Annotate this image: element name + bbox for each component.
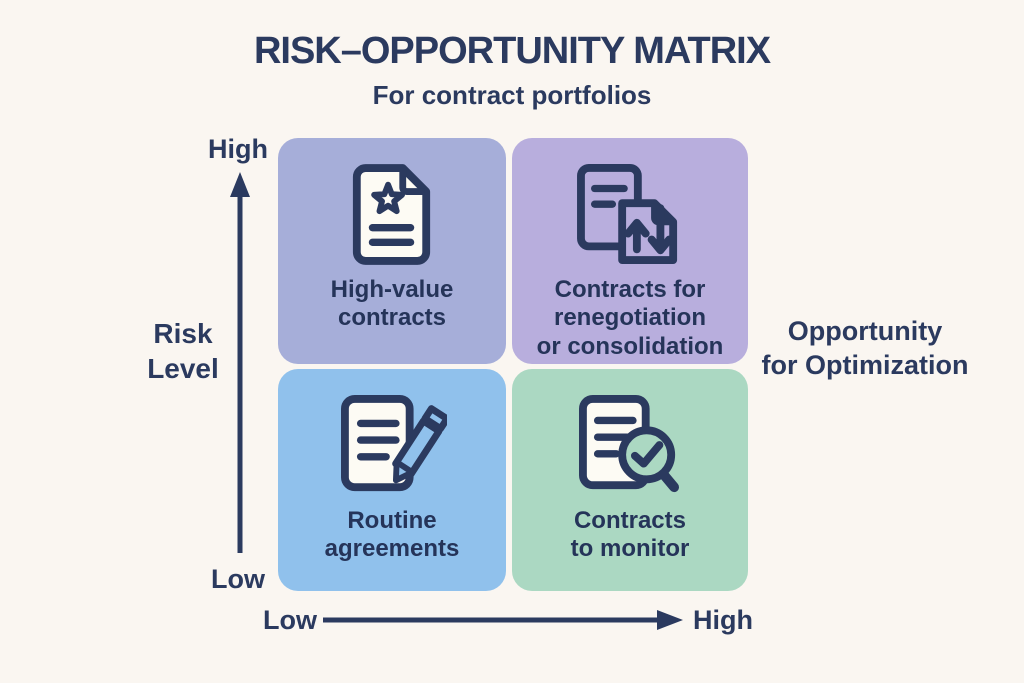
quadrant-contracts-renegotiation: Contracts for renegotiation or consolida… — [512, 138, 748, 364]
quadrant-contracts-to-monitor: Contracts to monitor — [512, 369, 748, 591]
documents-transfer-icon — [575, 162, 685, 266]
x-axis-high-label: High — [693, 605, 753, 635]
document-star-icon — [349, 162, 435, 266]
quadrant-label: Contracts for renegotiation or consolida… — [536, 276, 724, 360]
quadrant-label: Routine agreements — [324, 507, 460, 563]
quadrant-label: Contracts to monitor — [570, 507, 690, 563]
x-axis-low-label: Low — [263, 605, 317, 635]
y-axis-arrow — [230, 172, 250, 553]
x-axis-arrow — [323, 610, 683, 630]
y-axis-low-label: Low — [211, 564, 265, 594]
document-pencil-icon — [337, 393, 447, 497]
y-axis-title: Risk Level — [147, 318, 219, 384]
page-subtitle: For contract portfolios — [372, 80, 652, 110]
quadrant-label: High-value contracts — [330, 276, 454, 332]
quadrant-routine-agreements: Routine agreements — [278, 369, 506, 591]
quadrant-high-value-contracts: High-value contracts — [278, 138, 506, 364]
page-title: RISK–OPPORTUNITY MATRIX — [253, 30, 771, 72]
x-axis-title: Opportunity for Optimization — [761, 316, 969, 380]
document-search-check-icon — [575, 393, 685, 497]
y-axis-high-label: High — [208, 134, 268, 164]
